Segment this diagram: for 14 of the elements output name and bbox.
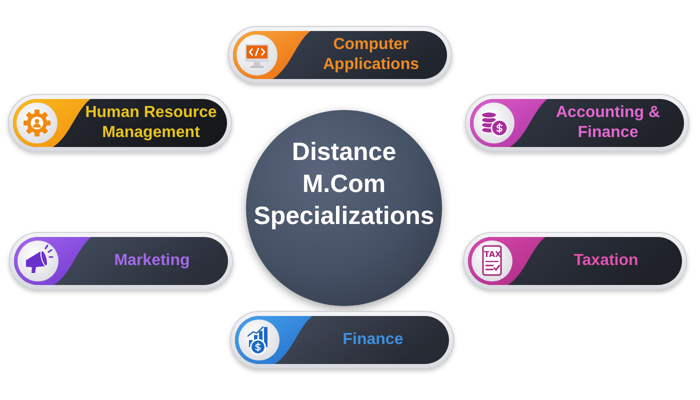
- specialization-name: Computer Applications: [322, 35, 420, 75]
- hub-title: Distance M.Com Specializations: [252, 137, 436, 232]
- specialization-pill: [465, 94, 689, 152]
- specialization-name: Taxation: [574, 251, 638, 271]
- specialization-pill: [230, 311, 454, 369]
- specialization-pill: [228, 26, 452, 84]
- specialization-name: Marketing: [114, 251, 190, 271]
- specialization-name: Human Resource Management: [84, 103, 218, 143]
- specialization-pill: [463, 232, 687, 290]
- specialization-pill: [8, 94, 232, 152]
- document-heading: TAX: [484, 250, 500, 258]
- specialization-name: Finance: [342, 330, 404, 350]
- specialization-pill: [9, 232, 233, 290]
- specialization-name: Accounting & Finance: [555, 103, 661, 143]
